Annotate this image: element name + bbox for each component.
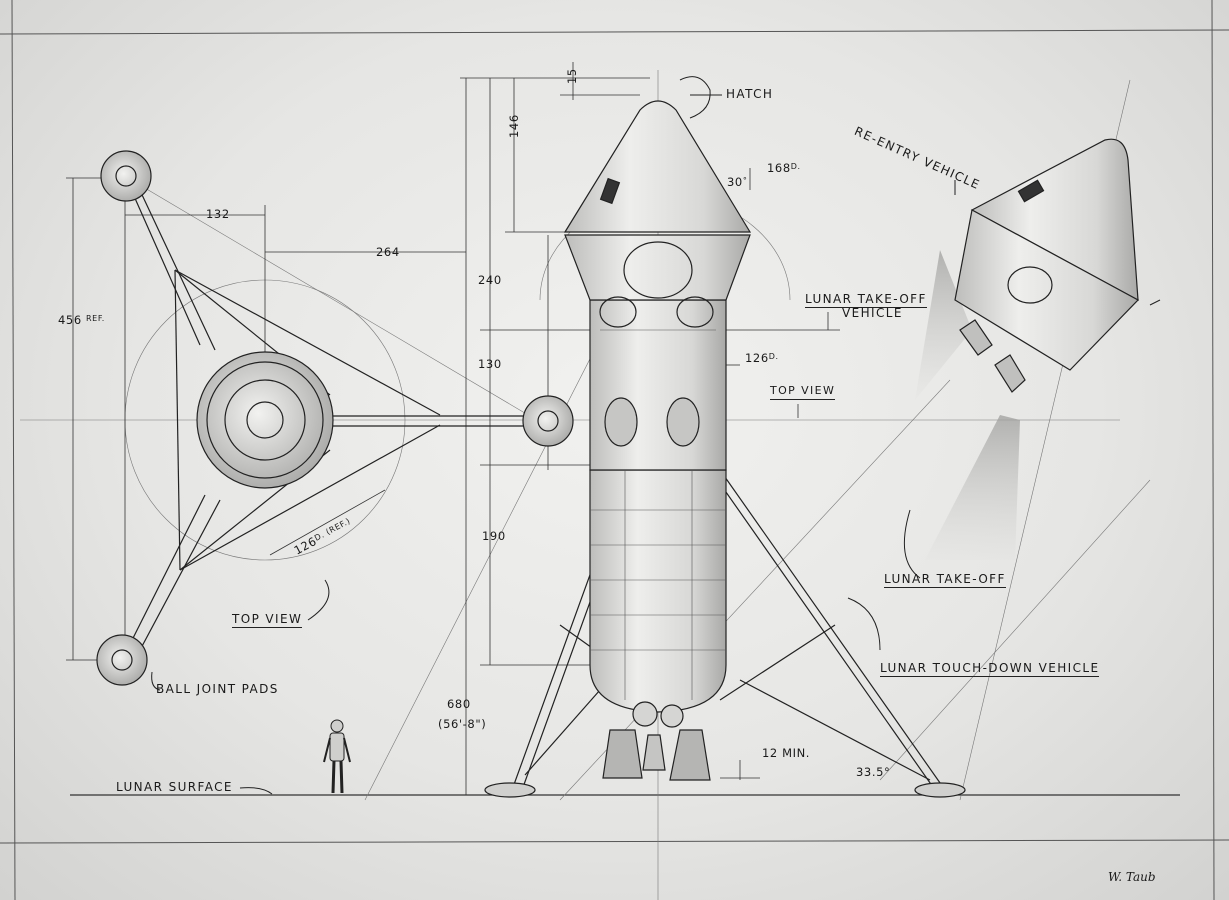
dim-132: 132 bbox=[206, 207, 230, 221]
vehicle-panel-lines bbox=[590, 329, 726, 700]
ball-joint-pads-label: BALL JOINT PADS bbox=[156, 682, 279, 696]
dim-33-5: 33.5° bbox=[856, 765, 891, 779]
dim-12-min: 12 MIN. bbox=[762, 746, 811, 760]
dim-264: 264 bbox=[376, 245, 400, 259]
artist-signature: W. Taub bbox=[1108, 870, 1156, 884]
hatch-label: HATCH bbox=[726, 87, 774, 101]
dim-680: 680 bbox=[447, 697, 471, 711]
dim-126-right: 126D. bbox=[745, 351, 779, 365]
main-vehicle bbox=[484, 100, 966, 798]
top-view-label-left: TOP VIEW bbox=[232, 612, 303, 628]
dim-190: 190 bbox=[482, 529, 506, 543]
dim-456: 456 REF. bbox=[58, 313, 105, 327]
dim-240: 240 bbox=[478, 273, 502, 287]
top-view-label-right: TOP VIEW bbox=[770, 384, 836, 400]
astronaut-figure bbox=[323, 719, 351, 794]
hatch-leader bbox=[679, 76, 722, 119]
lunar-takeoff-vehicle-label-2: VEHICLE bbox=[842, 306, 903, 320]
dim-15: 15 bbox=[565, 68, 579, 84]
dim-130: 130 bbox=[478, 357, 502, 371]
dim-146: 146 bbox=[507, 114, 521, 138]
dim-168: 168D. bbox=[767, 161, 801, 175]
top-view-lander bbox=[96, 150, 574, 686]
reentry-vehicle bbox=[915, 138, 1139, 560]
leader-lines bbox=[151, 180, 1161, 795]
dim-680-feet: (56'-8") bbox=[438, 717, 487, 731]
lunar-takeoff-vehicle-label-1: LUNAR TAKE-OFF bbox=[805, 292, 927, 308]
lunar-takeoff-label: LUNAR TAKE-OFF bbox=[884, 572, 1006, 588]
dim-30-deg: 30° bbox=[727, 175, 748, 189]
touchdown-vehicle-label: LUNAR TOUCH-DOWN VEHICLE bbox=[880, 661, 1100, 677]
lunar-surface-label: LUNAR SURFACE bbox=[116, 780, 233, 794]
